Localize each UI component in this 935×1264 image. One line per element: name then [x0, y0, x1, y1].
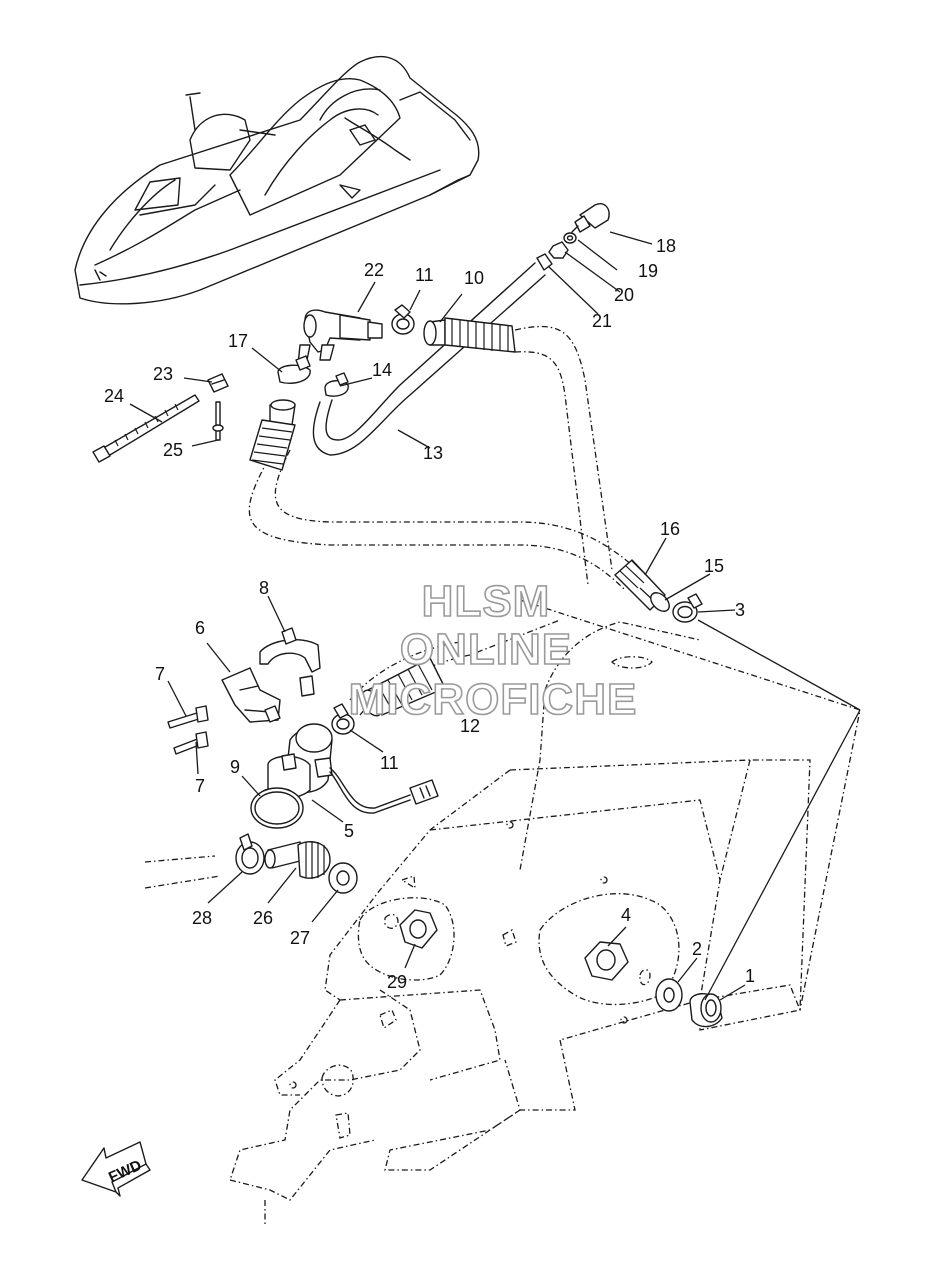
part-8-bracket [259, 627, 321, 697]
part-14-clamp [324, 372, 349, 397]
part-7-screw-upper [167, 705, 209, 729]
watermark-line-2: ONLINE [400, 625, 572, 674]
part-2-washer [655, 978, 683, 1012]
part-label-3[interactable]: 3 [735, 600, 745, 620]
part-label-23[interactable]: 23 [153, 364, 173, 384]
part-label-11-lower[interactable]: 11 [380, 753, 399, 773]
part-6-pump-bracket [221, 667, 281, 723]
part-25-rivet [212, 401, 224, 441]
part-label-21[interactable]: 21 [592, 311, 612, 331]
part-label-15[interactable]: 15 [704, 556, 724, 576]
part-labels: 1 2 3 4 5 6 7 7 8 9 10 11 11 12 13 14 15… [104, 236, 755, 992]
hose-corrugated-end [249, 399, 296, 471]
part-1-outlet-fitting [689, 993, 723, 1028]
part-28-clamp [235, 833, 265, 875]
part-label-19[interactable]: 19 [638, 261, 658, 281]
part-label-24[interactable]: 24 [104, 386, 124, 406]
part-label-28[interactable]: 28 [192, 908, 212, 928]
part-label-29[interactable]: 29 [387, 972, 407, 992]
part-11-clamp-lower [331, 703, 355, 735]
part-16-hose-corrugated [614, 559, 670, 612]
forward-direction-arrow: FWD [81, 1141, 151, 1197]
part-label-5[interactable]: 5 [344, 821, 354, 841]
watermark: HLSM ONLINE MICROFICHE [348, 576, 638, 725]
part-label-14[interactable]: 14 [372, 360, 392, 380]
leader-lines [129, 231, 861, 1001]
part-label-25[interactable]: 25 [163, 440, 183, 460]
part-label-18[interactable]: 18 [656, 236, 676, 256]
part-23-clip [207, 373, 229, 393]
part-label-13[interactable]: 13 [423, 443, 443, 463]
part-label-4[interactable]: 4 [621, 905, 631, 925]
watermark-line-3: MICROFICHE [349, 675, 638, 724]
part-29-nut [399, 909, 438, 949]
hull-structure [229, 599, 861, 1225]
part-label-9[interactable]: 9 [230, 757, 240, 777]
part-label-27[interactable]: 27 [290, 928, 310, 948]
part-19-washer [563, 232, 577, 244]
part-7-screw-lower [173, 731, 209, 755]
part-18-fitting [571, 203, 610, 233]
watermark-line-1: HLSM [422, 577, 551, 626]
part-17-clamp [277, 355, 311, 384]
part-4-nut [584, 941, 629, 981]
part-label-7-lower[interactable]: 7 [195, 776, 205, 796]
part-22-elbow-fitting [297, 309, 383, 366]
part-label-6[interactable]: 6 [195, 618, 205, 638]
part-label-1[interactable]: 1 [745, 966, 755, 986]
part-label-20[interactable]: 20 [614, 285, 634, 305]
part-label-22[interactable]: 22 [364, 260, 384, 280]
part-label-10[interactable]: 10 [464, 268, 484, 288]
part-label-17[interactable]: 17 [228, 331, 248, 351]
part-9-cap [250, 787, 304, 829]
part-20-nut [548, 241, 569, 259]
part-label-2[interactable]: 2 [692, 939, 702, 959]
part-26-fitting [264, 841, 331, 879]
part-label-26[interactable]: 26 [253, 908, 273, 928]
part-24-cable-tie [92, 394, 200, 463]
part-label-16[interactable]: 16 [660, 519, 680, 539]
part-3-clamp [672, 593, 703, 623]
part-10-hose-end [423, 317, 516, 353]
hoses [144, 262, 641, 889]
watercraft-illustration [74, 55, 480, 305]
part-12-hose-corrugated [361, 657, 446, 717]
part-label-11-upper[interactable]: 11 [415, 265, 434, 285]
part-label-7-upper[interactable]: 7 [155, 664, 165, 684]
part-11-clamp-upper [391, 304, 415, 335]
part-27-washer [328, 862, 358, 894]
part-label-8[interactable]: 8 [259, 578, 269, 598]
part-label-12[interactable]: 12 [460, 716, 480, 736]
